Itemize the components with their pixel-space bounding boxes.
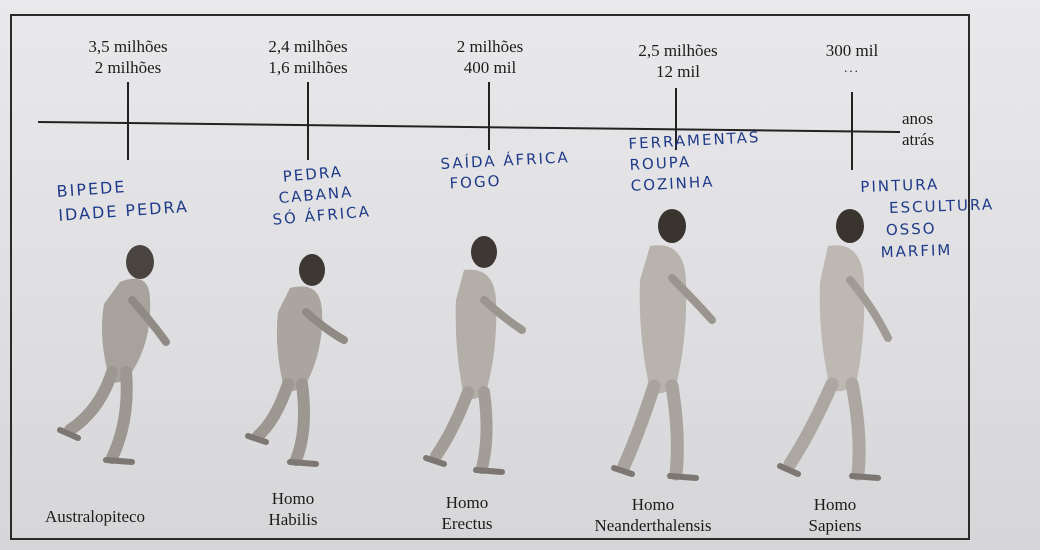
- species-label-habilis: Homo Habilis: [208, 488, 378, 530]
- homo-erectus-figure: [426, 236, 522, 472]
- species-3-line-2: Erectus: [382, 513, 552, 534]
- species-2-line-1: Homo: [208, 488, 378, 509]
- species-5-line-1: Homo: [750, 494, 920, 515]
- species-4-line-1: Homo: [568, 494, 738, 515]
- homo-habilis-figure: [248, 254, 344, 464]
- species-label-australopiteco: Australopiteco: [10, 506, 180, 527]
- species-label-neanderthalensis: Homo Neanderthalensis: [568, 494, 738, 536]
- species-5-line-2: Sapiens: [750, 515, 920, 536]
- homo-neanderthalensis-figure: [614, 209, 712, 478]
- species-1-line-1: Australopiteco: [10, 506, 180, 527]
- species-2-line-2: Habilis: [208, 509, 378, 530]
- species-4-line-2: Neanderthalensis: [568, 515, 738, 536]
- species-label-erectus: Homo Erectus: [382, 492, 552, 534]
- species-3-line-1: Homo: [382, 492, 552, 513]
- homo-sapiens-figure: [780, 209, 888, 478]
- australopiteco-figure: [60, 245, 166, 462]
- species-label-sapiens: Homo Sapiens: [750, 494, 920, 536]
